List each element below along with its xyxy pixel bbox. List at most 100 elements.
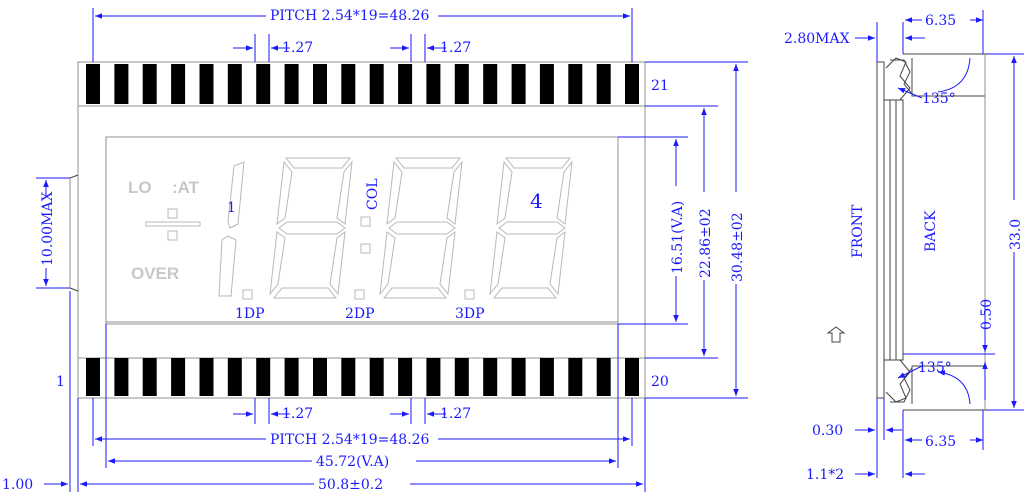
pin-bottom-4 (171, 358, 186, 396)
pin-bottom-19 (596, 358, 611, 396)
side-pin-offset-top-label: 6.35 (925, 13, 956, 29)
digit-2-segment-c (329, 230, 346, 296)
digit-4-label: 4 (530, 189, 543, 213)
at-annunciator: :AT (172, 178, 200, 197)
digit-2-segment-a (284, 157, 352, 169)
dp2-segment (354, 289, 365, 300)
total-height-label: 30.48±02 (730, 212, 746, 282)
pin-bottom-18 (568, 358, 583, 396)
pin-bottom-15 (483, 358, 498, 396)
bottom-pin-clip (885, 359, 985, 411)
pin-bottom-20 (625, 358, 639, 396)
digit-2-segment-b (336, 160, 353, 225)
digit-2-segment-d (272, 287, 338, 299)
orientation-mark (826, 326, 846, 343)
pin-bottom-11 (369, 358, 384, 396)
digit-4-segment-e (489, 231, 506, 296)
front-glass (876, 61, 885, 399)
pin-bottom-17 (539, 358, 554, 396)
thickness-max-label: 10.00MAX (40, 191, 56, 266)
front-dimensions: PITCH 2.54*19=48.26 1.27 1.27 1.27 1.27 … (2, 6, 748, 493)
angle-top-label: 135° (922, 91, 956, 107)
digit-4-segment-d (492, 287, 558, 299)
col-label: COL (365, 179, 381, 211)
view-area-height-label: 16.51(V.A) (670, 201, 686, 274)
pin-top-19 (596, 64, 611, 104)
pin-top-20 (625, 64, 639, 104)
pin-top-1 (86, 64, 100, 104)
digit-4-segment-c (549, 230, 566, 296)
pitch-bottom-label: PITCH 2.54*19=48.26 (270, 432, 430, 448)
pin-top-16 (511, 64, 526, 104)
pin-row-bottom (86, 358, 639, 396)
top-pin-clip (885, 53, 985, 101)
pin-top-8 (284, 64, 299, 104)
digit-4-segment-g (498, 221, 566, 235)
digit-3-segment-e (379, 231, 396, 296)
pin-top-3 (142, 64, 157, 104)
pin-span-label: 22.86±02 (698, 208, 714, 278)
pin-bottom-14 (454, 358, 469, 396)
angle-bottom-label: 135° (918, 360, 952, 376)
pin-thickness-label: 0.50 (979, 299, 995, 330)
pin-top-12 (398, 64, 413, 104)
digit-2-segment-e (269, 231, 286, 296)
digit-2 (269, 157, 353, 299)
pin-bottom-3 (142, 358, 157, 396)
glass-thickness-label: 1.1*2 (806, 467, 844, 483)
spacing-bottom-left: 1.27 (282, 406, 313, 422)
dp1-label: 1DP (235, 306, 265, 322)
pin-top-4 (171, 64, 186, 104)
pin-1-label: 1 (56, 374, 65, 390)
dp3-segment (464, 289, 475, 300)
pin-bottom-6 (227, 358, 242, 396)
pin-top-2 (114, 64, 129, 104)
digit-1-upper (227, 161, 245, 229)
pin-top-18 (568, 64, 583, 104)
over-annunciator: OVER (131, 264, 179, 283)
pin-bottom-5 (199, 358, 214, 396)
front-label: FRONT (850, 204, 866, 258)
spacing-top-left: 1.27 (282, 40, 313, 56)
digit-1-label: 1 (227, 200, 236, 216)
digit-4 (489, 157, 573, 299)
back-label: BACK (923, 210, 939, 252)
dp3-label: 3DP (455, 306, 485, 322)
side-max-label: 2.80MAX (784, 31, 850, 47)
pin-top-7 (256, 64, 271, 104)
digit-4-segment-a (504, 157, 572, 169)
edge-offset-label: 1.00 (2, 477, 33, 493)
pin-bottom-16 (511, 358, 526, 396)
pin-bottom-1 (86, 358, 100, 396)
pin-21-label: 21 (651, 78, 669, 94)
colon-lower-dot (360, 243, 371, 254)
pin-top-5 (199, 64, 214, 104)
pin-bottom-9 (313, 358, 327, 396)
pin-bottom-12 (398, 358, 413, 396)
digit-1-lower (218, 235, 237, 297)
digit-3 (379, 157, 463, 299)
digit-3-segment-f (386, 160, 403, 226)
pin-bottom-8 (284, 358, 299, 396)
back-glass (895, 99, 904, 361)
module-outline (77, 61, 646, 399)
pin-top-11 (369, 64, 384, 104)
digit-3-segment-g (388, 221, 456, 235)
spacing-bottom-right: 1.27 (440, 406, 471, 422)
view-area (105, 136, 619, 325)
lcd-segments: LO :AT OVER 1 1DP COL 2DP 3DP 4 (128, 157, 573, 322)
colon-upper-dot (360, 216, 371, 227)
pin-top-17 (539, 64, 554, 104)
lo-annunciator: LO (128, 178, 152, 197)
glass-gap-label: 0.30 (812, 423, 843, 439)
side-pin-offset-bottom-label: 6.35 (925, 434, 956, 450)
digit-4-segment-f (496, 160, 513, 226)
digit-3-segment-b (446, 160, 463, 225)
dp2-label: 2DP (345, 306, 375, 322)
side-view: 2.80MAX 6.35 6.35 135° 135° FRONT BACK 3… (784, 10, 1024, 483)
pin-bottom-2 (114, 358, 129, 396)
pin-top-9 (313, 64, 327, 104)
pin-top-14 (454, 64, 469, 104)
digit-3-segment-a (394, 157, 462, 169)
